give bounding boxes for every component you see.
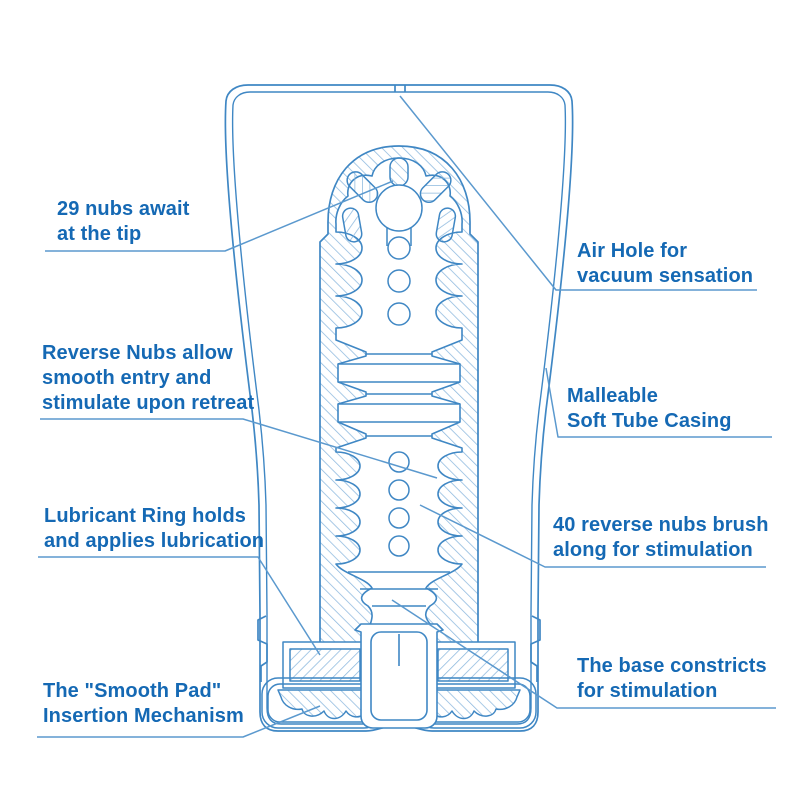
label-line: stimulate upon retreat: [42, 392, 255, 414]
label-line: at the tip: [57, 223, 142, 245]
base-constriction-ridges: [348, 571, 450, 607]
base-clip-left: [257, 615, 268, 682]
channel-air-circles: [387, 236, 411, 557]
tip-stem: [386, 228, 412, 246]
label-forty-nubs: 40 reverse nubs brush along for stimulat…: [553, 513, 769, 563]
label-line: Soft Tube Casing: [567, 410, 732, 432]
tip-nub-left: [341, 207, 363, 243]
label-line: 29 nubs await: [57, 198, 190, 220]
leader-reverse-nubs: [40, 418, 438, 479]
leader-lines: [37, 95, 776, 738]
leader-lubricant-ring: [38, 556, 321, 656]
label-line: The base constricts: [577, 655, 767, 677]
air-hole: [394, 85, 406, 92]
label-line: 40 reverse nubs brush: [553, 514, 769, 536]
lubricant-ring-right: [437, 648, 509, 682]
label-line: vacuum sensation: [577, 265, 754, 287]
label-line: along for stimulation: [553, 539, 753, 561]
base-assembly: [261, 623, 537, 729]
smooth-pad-left: [277, 689, 369, 720]
label-soft-tube-casing: Malleable Soft Tube Casing: [567, 384, 732, 434]
label-line: smooth entry and: [42, 367, 212, 389]
label-lubricant-ring: Lubricant Ring holds and applies lubrica…: [44, 504, 264, 554]
label-smooth-pad: The "Smooth Pad" Insertion Mechanism: [43, 679, 244, 729]
tip-nub-upper-left: [346, 171, 379, 204]
tip-nub-upper-right: [419, 171, 452, 204]
insertion-channel-inner: [370, 631, 428, 721]
label-base-constricts: The base constricts for stimulation: [577, 654, 767, 704]
leader-base-constricts: [391, 599, 776, 709]
label-line: Insertion Mechanism: [43, 705, 244, 727]
tip-nubs-cluster: [341, 157, 457, 246]
label-reverse-nubs: Reverse Nubs allow smooth entry and stim…: [42, 341, 254, 416]
label-tip-nubs: 29 nubs await at the tip: [57, 197, 189, 247]
lubricant-ring-left: [289, 648, 361, 682]
label-line: Reverse Nubs allow: [42, 342, 233, 364]
smooth-pad-right: [429, 689, 521, 720]
label-line: Lubricant Ring holds: [44, 505, 246, 527]
lubricant-ring: [282, 641, 516, 689]
leader-forty-nubs: [419, 504, 766, 568]
leader-soft-tube-casing: [545, 367, 772, 438]
label-air-hole: Air Hole for vacuum sensation: [577, 239, 753, 289]
leader-tip-nubs: [45, 180, 394, 252]
label-line: Malleable: [567, 385, 658, 407]
leader-air-hole: [399, 95, 757, 291]
leader-smooth-pad: [37, 705, 321, 738]
base-clip-right: [530, 615, 541, 682]
label-line: Air Hole for: [577, 240, 688, 262]
label-line: for stimulation: [577, 680, 718, 702]
reverse-nub-ridges: [338, 353, 460, 437]
label-line: The "Smooth Pad": [43, 680, 222, 702]
insertion-channel: [354, 623, 444, 729]
label-line: and applies lubrication: [44, 530, 265, 552]
tip-nub-right: [435, 207, 457, 243]
tip-head: [375, 184, 423, 232]
